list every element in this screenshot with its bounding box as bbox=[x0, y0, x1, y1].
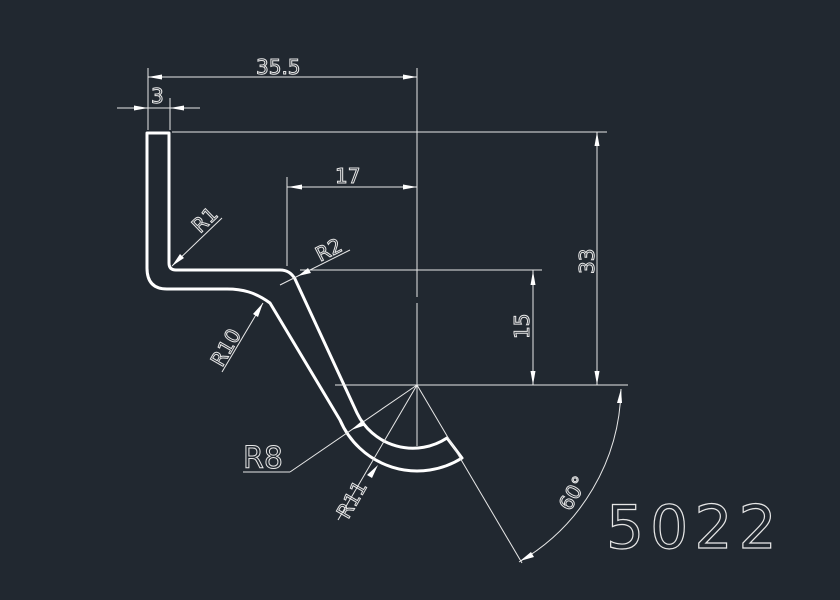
svg-text:33: 33 bbox=[575, 249, 599, 274]
dimension-15: 15 bbox=[300, 269, 542, 385]
svg-text:R10: R10 bbox=[206, 324, 246, 370]
svg-text:15: 15 bbox=[510, 314, 534, 339]
svg-text:R8: R8 bbox=[243, 441, 283, 476]
dimension-angle-60: 60° bbox=[416, 384, 622, 564]
radius-r11-leader: R11 bbox=[331, 384, 418, 523]
svg-text:R11: R11 bbox=[332, 476, 372, 522]
svg-text:35.5: 35.5 bbox=[256, 55, 301, 79]
part-number: 5022 bbox=[606, 493, 783, 563]
svg-text:R1: R1 bbox=[187, 202, 223, 238]
svg-text:R2: R2 bbox=[311, 233, 346, 266]
svg-text:60°: 60° bbox=[554, 472, 593, 515]
radius-r1-leader: R1 bbox=[171, 201, 223, 267]
radius-r10-leader: R10 bbox=[205, 302, 264, 373]
dimension-3: 3 bbox=[117, 84, 200, 130]
dimension-17: 17 bbox=[286, 164, 417, 266]
dimension-35-5: 35.5 bbox=[147, 55, 418, 446]
dimension-33: 33 bbox=[172, 131, 628, 386]
svg-text:3: 3 bbox=[151, 84, 164, 108]
svg-text:17: 17 bbox=[335, 164, 360, 188]
radius-r8-leader: R8 bbox=[243, 384, 418, 477]
radius-r2-leader: R2 bbox=[279, 232, 351, 286]
profile-outline bbox=[145, 131, 464, 473]
